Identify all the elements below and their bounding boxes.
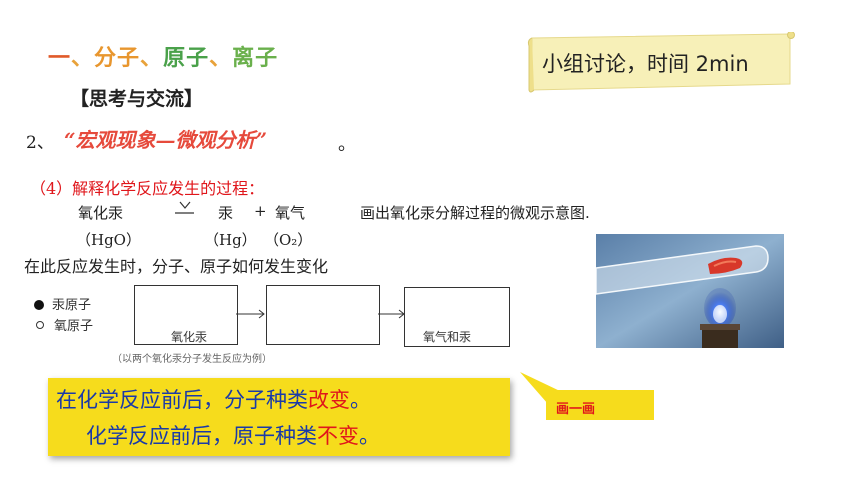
hollow-circle-icon [36, 321, 44, 329]
plus-sign: + [254, 202, 267, 220]
scroll-banner-icon [527, 32, 795, 93]
discussion-text: 小组讨论，时间 2min [542, 52, 749, 76]
title-ion: 离子 [232, 46, 279, 71]
item-period: 。 [338, 134, 356, 155]
legend-mercury: 汞原子 [34, 294, 91, 313]
filled-circle-icon [34, 300, 44, 310]
arrow-right-icon [236, 309, 265, 319]
subquestion: （4）解释化学反应发生的过程： [30, 179, 265, 198]
draw-callout-label: 画一画 [556, 402, 596, 417]
summary-line-1-emphasis: 改变 [308, 388, 350, 412]
product-box-label: 氧气和汞 [423, 330, 472, 344]
legend-oxygen-label: 氧原子 [54, 319, 94, 334]
summary-line-2-emphasis: 不变 [317, 424, 359, 448]
summary-box: 在化学反应前后，分子种类改变。 化学反应前后，原子种类不变。 [48, 378, 510, 456]
title-molecule: 分子 [94, 46, 141, 71]
diagram-note: （以两个氧化汞分子发生反应为例） [112, 354, 272, 365]
title-atom: 原子 [163, 46, 210, 71]
title-separator: 、 [140, 46, 164, 71]
intermediate-drawing-box[interactable] [266, 285, 380, 345]
summary-line-1-text: 在化学反应前后，分子种类 [56, 388, 308, 412]
summary-line-2-end: 。 [359, 424, 380, 448]
product-mercury-name: 汞 [218, 204, 234, 222]
summary-line-1-end: 。 [350, 388, 371, 412]
reactant-drawing-box[interactable]: 氧化汞 [134, 285, 238, 345]
reactant-name: 氧化汞 [78, 204, 124, 222]
legend-oxygen: 氧原子 [36, 315, 93, 334]
summary-line-2: 化学反应前后，原子种类不变。 [86, 420, 380, 450]
title-number: 一 [48, 46, 72, 71]
section-title: 一、分子、原子、离子 [48, 40, 278, 72]
reactant-formula: （HgO） [76, 231, 141, 249]
change-question: 在此反应发生时，分子、原子如何发生变化 [24, 257, 329, 276]
arrow-right-icon [378, 309, 405, 319]
product-oxygen-name: 氧气 [275, 204, 306, 222]
draw-instruction: 画出氧化汞分解过程的微观示意图. [360, 204, 590, 222]
oxygen-formula: （O₂） [264, 231, 313, 249]
product-drawing-box[interactable]: 氧气和汞 [404, 287, 510, 347]
legend-mercury-label: 汞原子 [52, 298, 92, 313]
summary-line-1: 在化学反应前后，分子种类改变。 [56, 384, 371, 414]
test-tube-photo [596, 234, 784, 348]
decompose-arrow-icon [175, 201, 194, 214]
item-topic: “宏观现象—微观分析” [64, 128, 268, 152]
draw-callout: 画一画 [546, 390, 654, 420]
mercury-formula: （Hg） [204, 231, 257, 249]
reactant-box-label: 氧化汞 [171, 330, 208, 344]
thinking-heading: 【思考与交流】 [70, 88, 204, 110]
discussion-scroll: 小组讨论，时间 2min [526, 32, 795, 93]
title-separator: 、 [71, 46, 95, 71]
title-separator: 、 [209, 46, 233, 71]
summary-line-2-text: 化学反应前后，原子种类 [86, 424, 317, 448]
item-number: 2、 [26, 133, 54, 153]
